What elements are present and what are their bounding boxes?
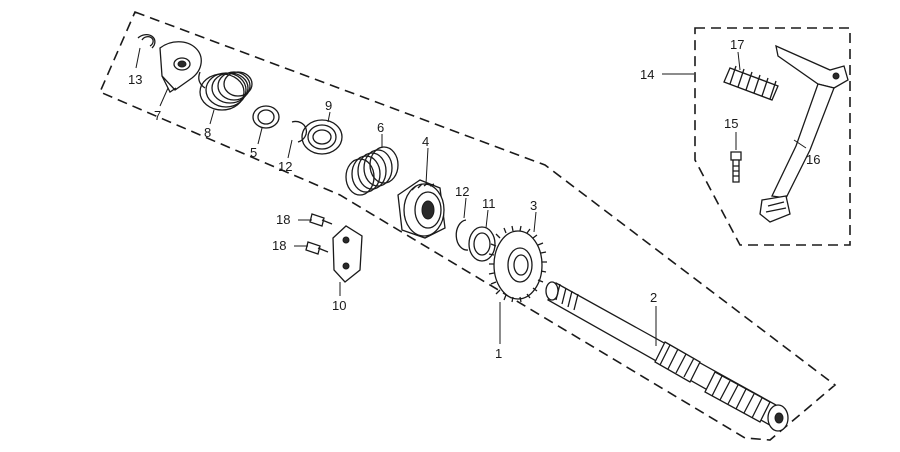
callout-16: 16 [806, 152, 820, 167]
washer-part-11 [468, 226, 496, 262]
callout-11: 11 [482, 196, 496, 211]
circlip-part-12-upper [291, 120, 308, 143]
callout-3: 3 [530, 198, 537, 213]
callout-5: 5 [250, 145, 257, 160]
ratchet-part-4 [397, 179, 446, 239]
callout-10: 10 [332, 298, 346, 313]
shaft-assembly-boundary [98, 10, 837, 441]
leader-lines [135, 47, 807, 346]
spindle-shaft-part-2 [545, 281, 789, 432]
callout-8: 8 [204, 125, 211, 140]
callout-6: 6 [377, 120, 384, 135]
bearing-ring-part-9 [301, 119, 343, 155]
callout-13: 13 [128, 72, 142, 87]
bolt-part-18-upper [309, 213, 333, 227]
circlip-part-13 [137, 34, 156, 49]
return-spring-part-17 [723, 65, 779, 101]
gear-part-3 [488, 225, 547, 303]
callout-9: 9 [325, 98, 332, 113]
circlip-part-12-lower [455, 219, 469, 251]
bolt-part-18-lower [305, 241, 329, 255]
callout-17: 17 [730, 37, 744, 52]
coil-spring-part-6 [345, 146, 399, 196]
callout-14: 14 [640, 67, 654, 82]
callout-7: 7 [154, 108, 161, 123]
callout-12-lower: 12 [455, 184, 469, 199]
washer-part-5 [252, 105, 280, 129]
callout-12-upper: 12 [278, 159, 292, 174]
callout-2: 2 [650, 290, 657, 305]
callout-15: 15 [724, 116, 738, 131]
bolt-part-15 [730, 151, 742, 183]
callout-18-lower: 18 [272, 238, 286, 253]
guide-plate-part-7 [159, 41, 202, 93]
torsion-spring-part-8 [198, 71, 253, 111]
bracket-plate-part-10 [332, 225, 363, 283]
kick-lever-assembly-boundary [694, 27, 851, 246]
callout-labels: 13 7 8 5 12 9 6 4 12 11 3 1 2 10 18 18 1… [128, 37, 820, 361]
callout-18-upper: 18 [276, 212, 290, 227]
callout-4: 4 [422, 134, 429, 149]
kick-lever-part-16 [759, 44, 849, 223]
callout-1: 1 [495, 346, 502, 361]
